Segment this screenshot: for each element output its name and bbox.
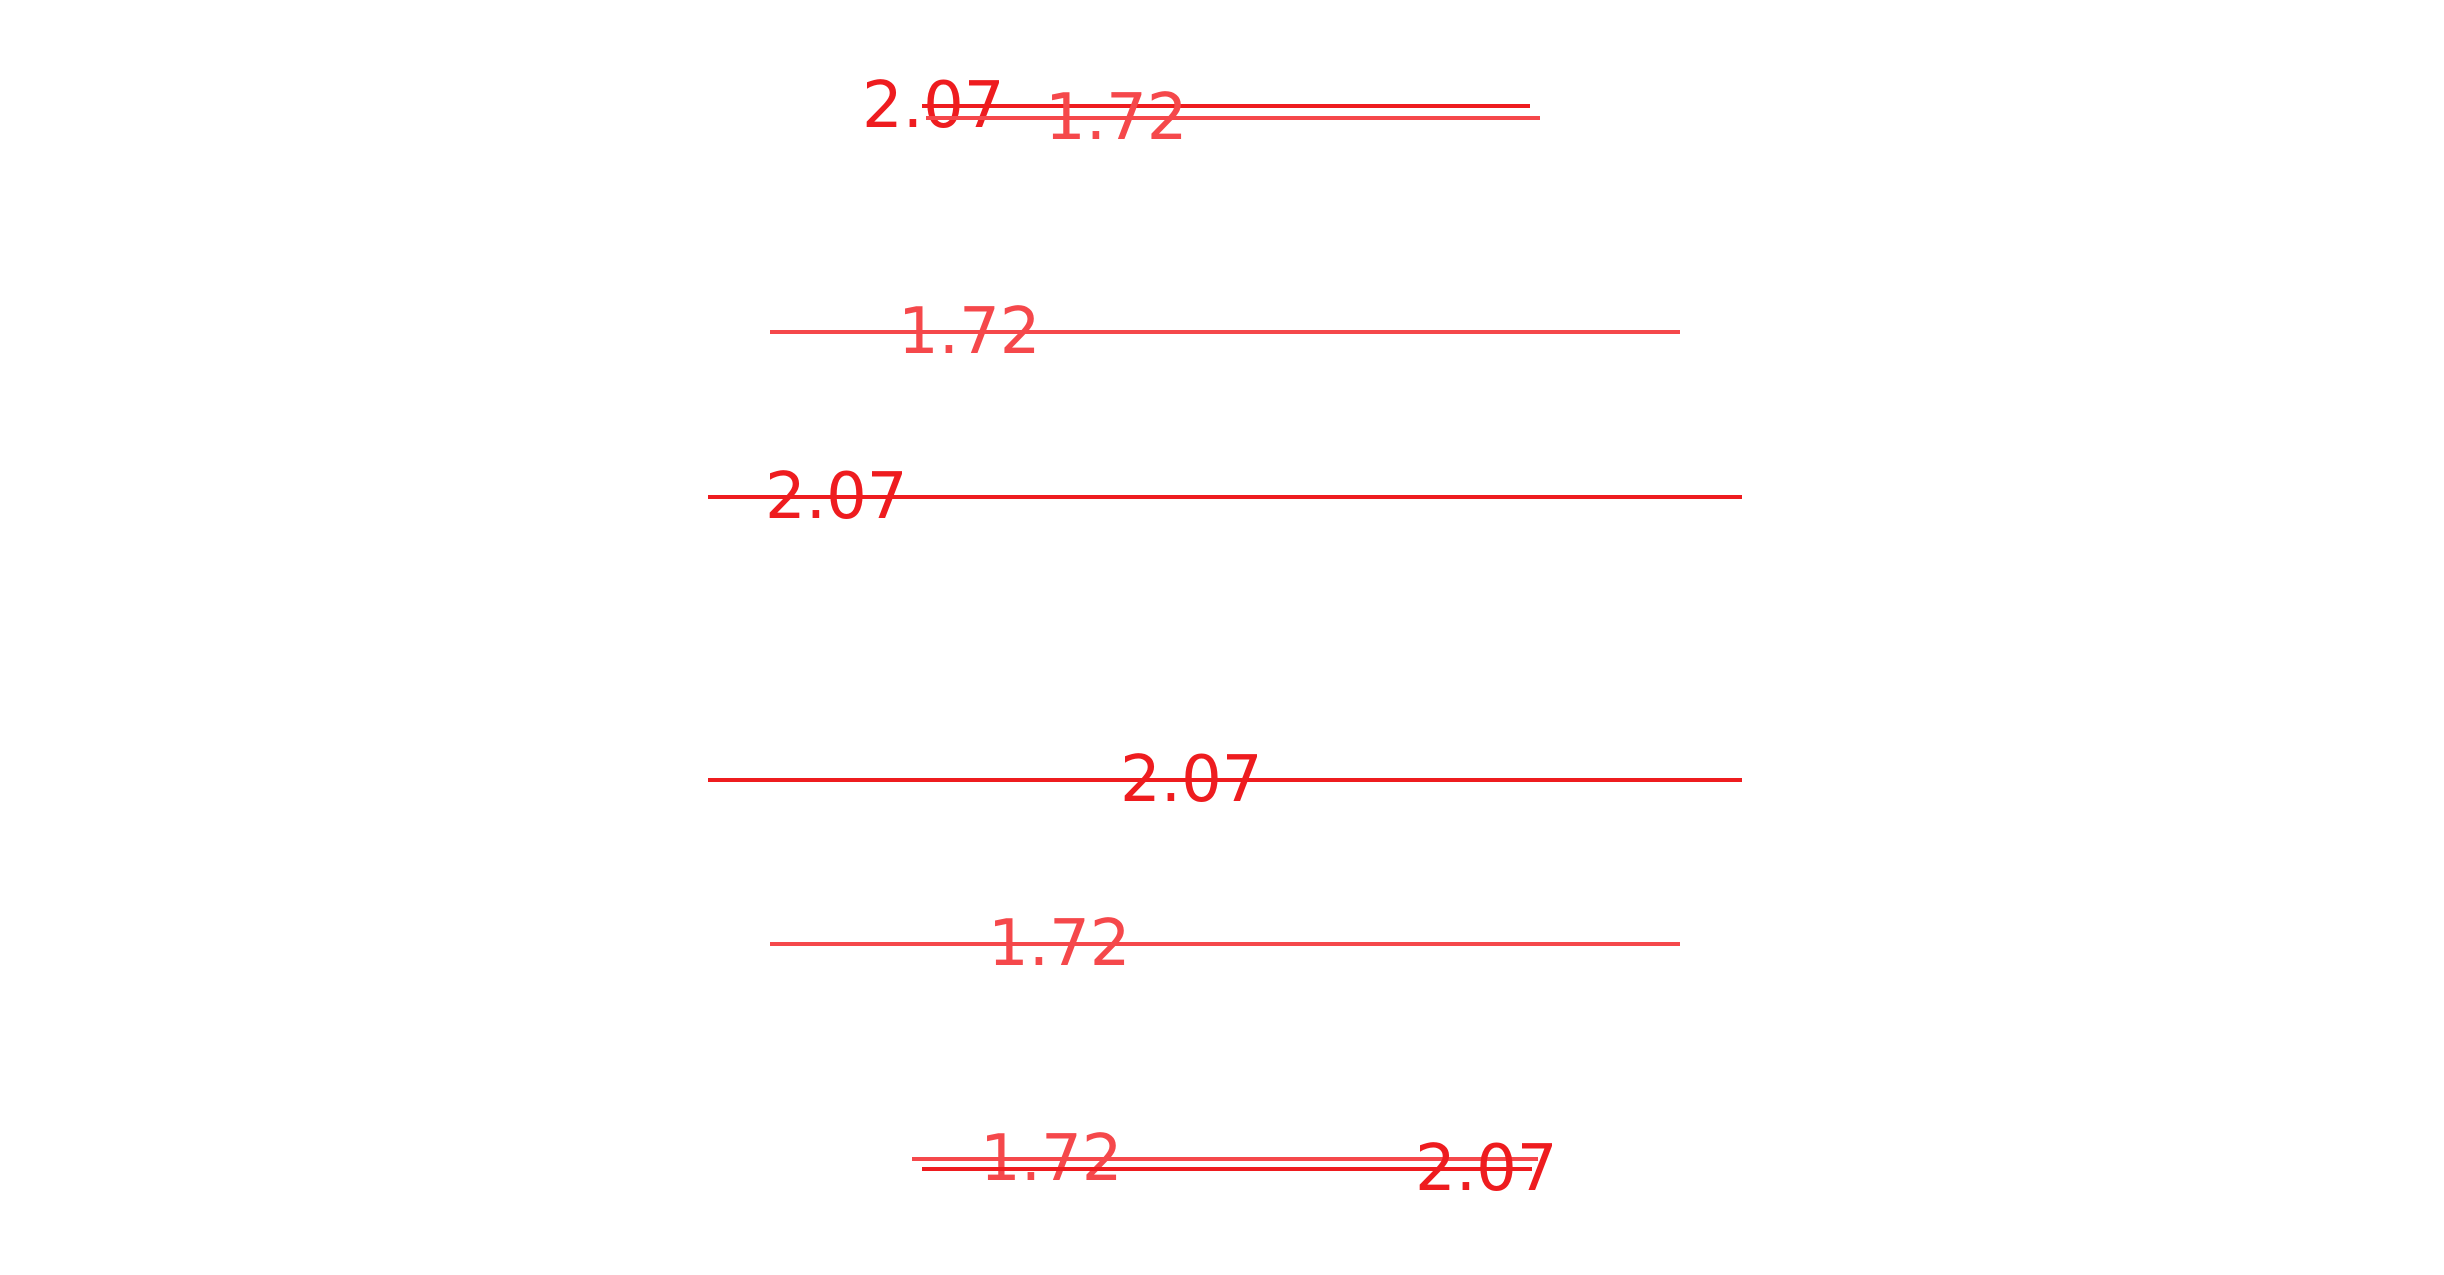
segment-label-4: 2.07 (765, 460, 908, 534)
segment-label-5: 2.07 (1120, 743, 1263, 817)
segment-label-6: 1.72 (988, 907, 1131, 981)
segment-label-2: 1.72 (1045, 81, 1188, 155)
segments-layer: 2.07 1.72 1.72 2.07 2.07 1.72 1.72 2.07 (708, 69, 1742, 1206)
segment-label-8: 2.07 (1415, 1132, 1558, 1206)
segment-label-3: 1.72 (898, 295, 1041, 369)
segment-label-7: 1.72 (980, 1122, 1123, 1196)
segment-label-1: 2.07 (862, 69, 1005, 143)
